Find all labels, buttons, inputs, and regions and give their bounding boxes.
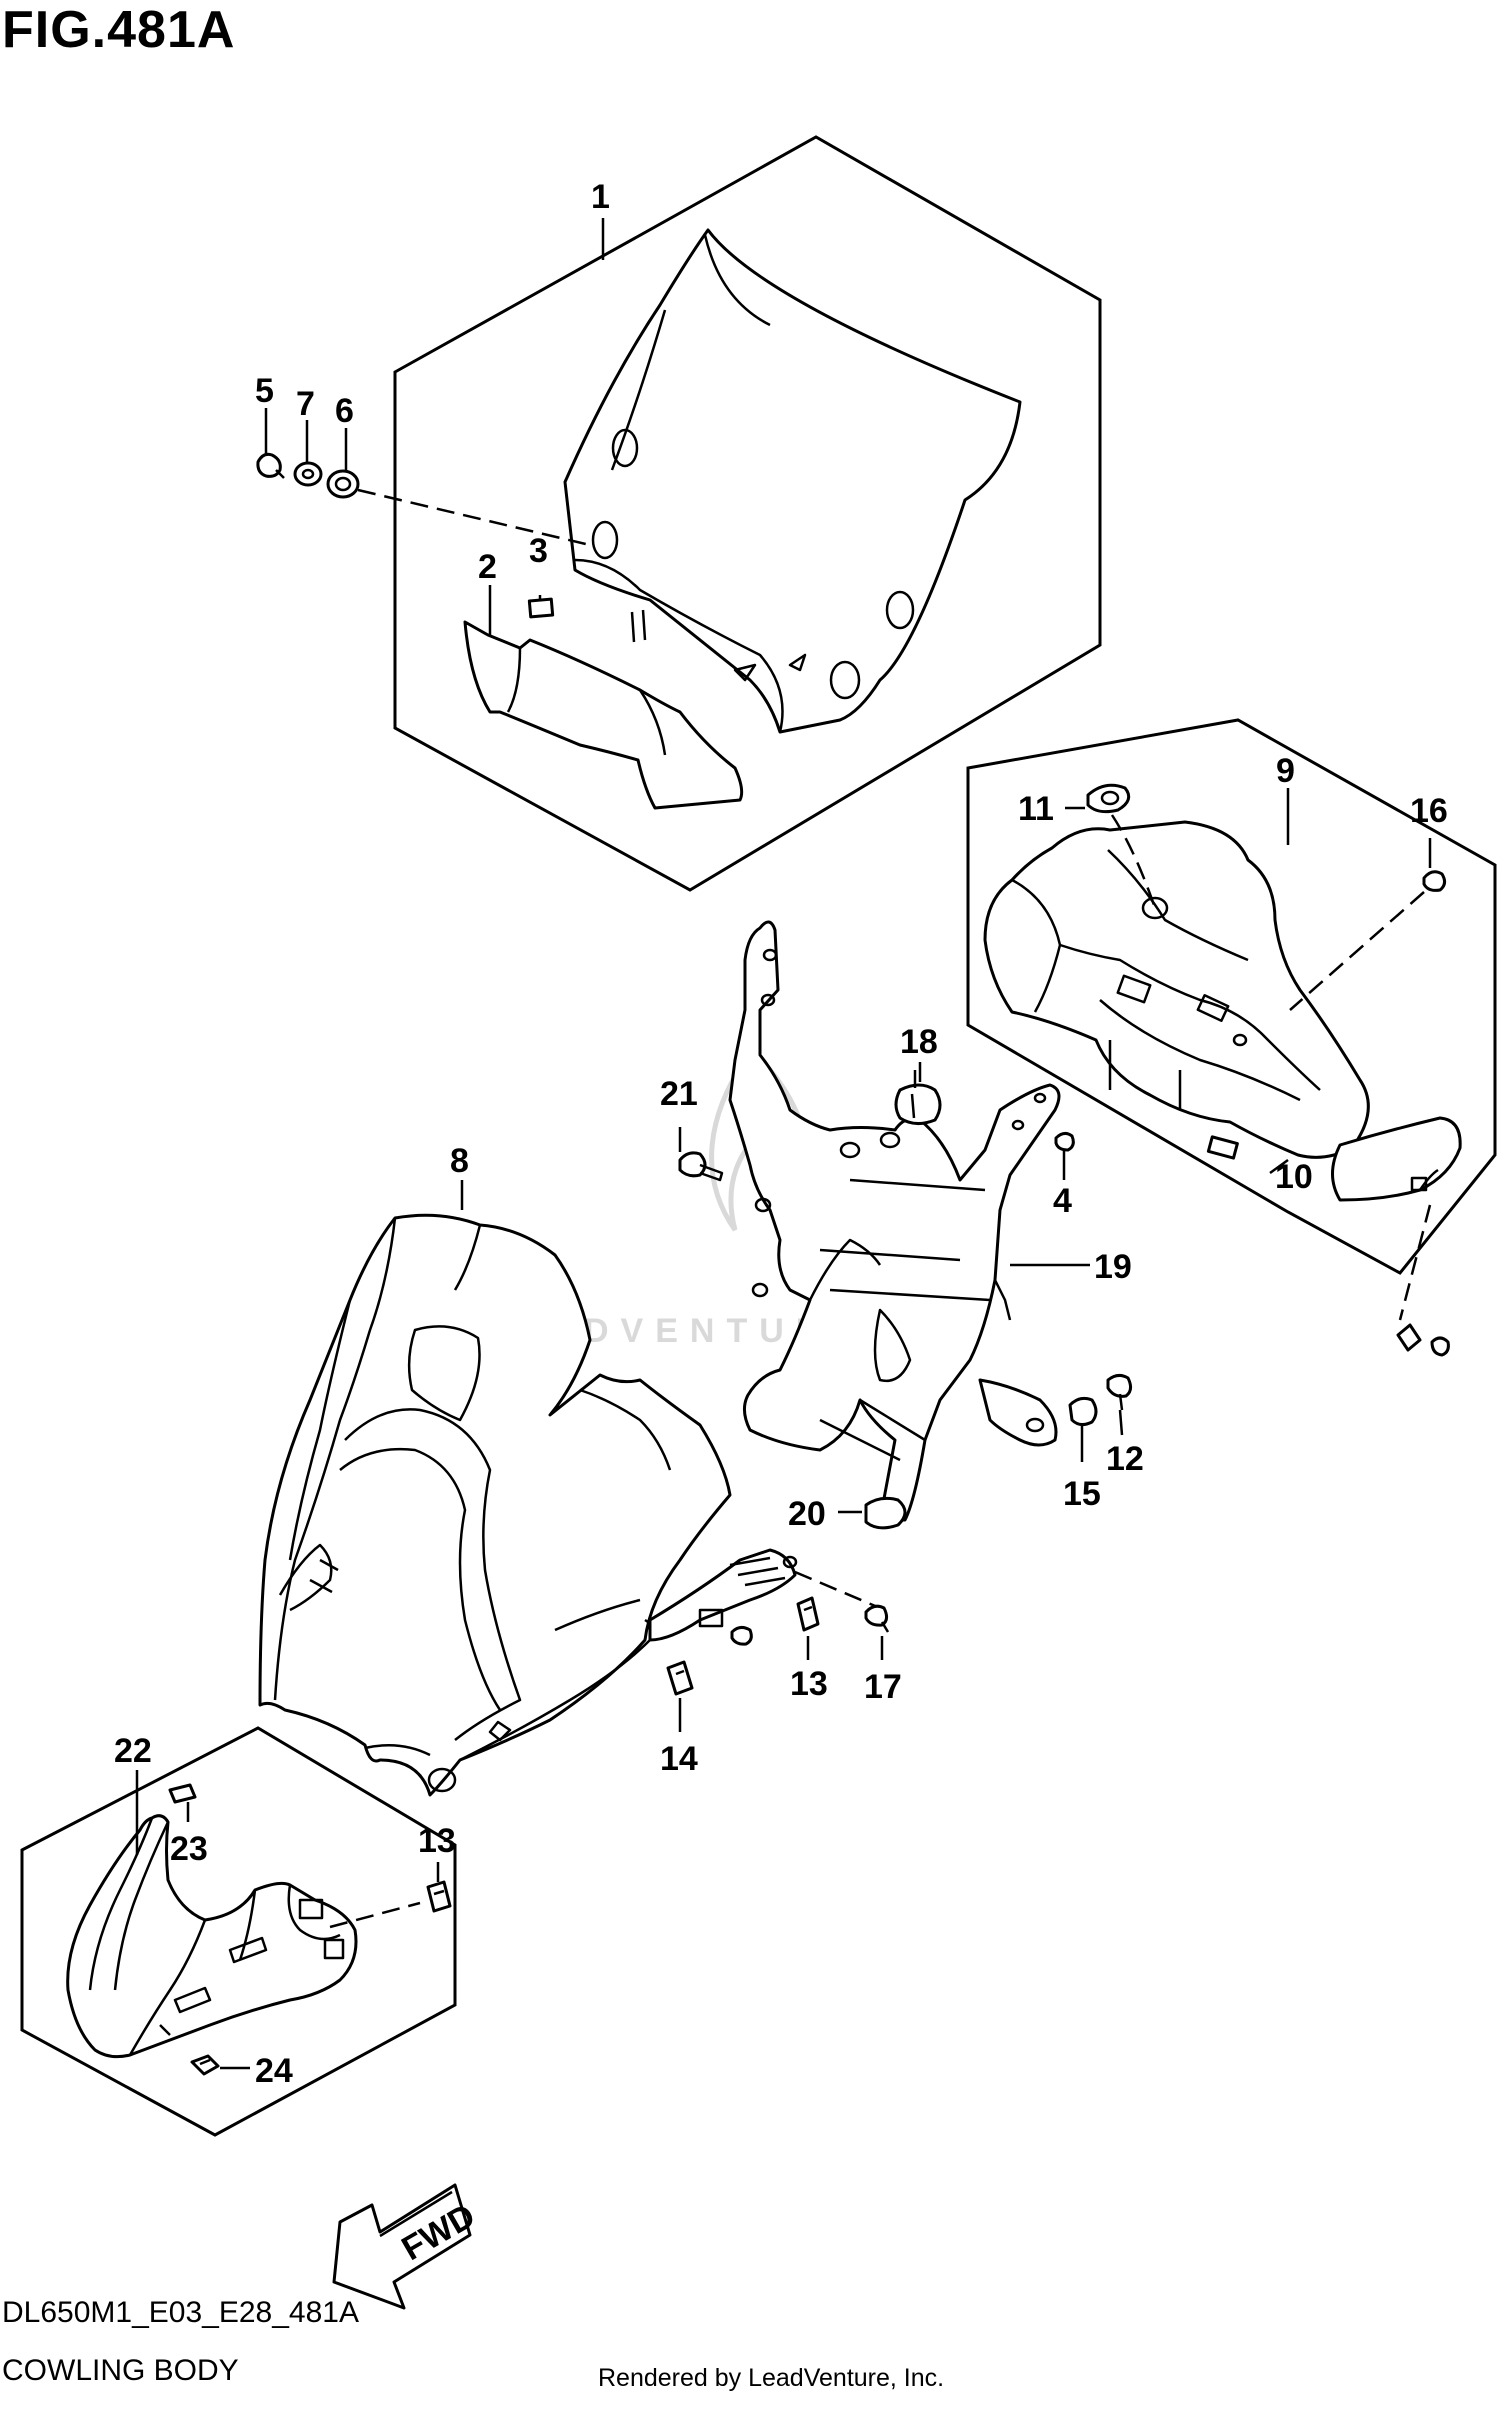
callout-17: 17 [864,1668,902,1706]
callout-19: 19 [1094,1248,1132,1286]
screen-mount-hole-lower-right [829,660,861,700]
group-box-9 [966,718,1497,1275]
callout-20: 20 [788,1495,826,1533]
cowling-screw-upper[interactable] [730,1625,753,1646]
callout-2: 2 [478,548,497,586]
lower-cover-group [20,1726,457,2137]
windscreen[interactable] [563,228,1022,734]
inner-panel-clip-screw[interactable] [1430,1336,1450,1357]
callout-18: 18 [900,1023,938,1061]
bracket-screw[interactable] [1106,1373,1133,1398]
inner-panel-clip[interactable] [1396,1323,1422,1352]
headlight-opening [407,1325,481,1422]
callout-21: 21 [660,1075,698,1113]
callout-10: 10 [1275,1158,1313,1196]
group-box-22 [20,1726,457,2137]
render-credit: Rendered by LeadVenture, Inc. [598,2364,945,2392]
callout-23: 23 [170,1830,208,1868]
cowling-screw[interactable] [864,1604,889,1627]
callout-13: 13 [790,1665,828,1703]
bracket-collar[interactable] [1068,1396,1098,1427]
callout-8: 8 [450,1142,469,1180]
inner-panel-group [966,718,1497,1357]
lower-cover-clip[interactable] [190,2054,220,2076]
inner-panel-screw[interactable] [1422,870,1447,892]
callout-3: 3 [529,532,548,570]
screen-bolt[interactable] [256,452,282,478]
bracket-mount-tab[interactable] [978,1378,1058,1447]
callout-6: 6 [335,392,354,430]
lower-cover-label[interactable] [168,1783,197,1804]
callout-13-lower: 13 [418,1822,456,1860]
screen-mount-hole-upper [611,428,639,468]
section-name: COWLING BODY [2,2354,239,2387]
callout-15: 15 [1063,1475,1101,1513]
callout-5: 5 [255,372,274,410]
callout-leaders [135,218,1432,1855]
callout-24: 24 [255,2052,293,2090]
model-code: DL650M1_E03_E28_481A [2,2296,359,2329]
bracket-cushion-top[interactable] [894,1083,942,1125]
leader-screen-bolt [357,488,591,547]
forward-direction-arrow: FWD [332,2183,482,2310]
screen-bolt-set [256,408,360,499]
bracket-cushion-bottom[interactable] [864,1496,907,1530]
callout-11: 11 [1018,790,1054,828]
group-box-1 [393,135,1102,892]
callout-labels: 1 2 3 4 5 6 7 8 9 10 11 12 13 13 14 15 1… [114,178,1448,2090]
front-cowling-group [258,1213,890,1797]
cowling-clip-nut[interactable] [666,1660,694,1696]
screen-mount-hole-lower-left [591,520,619,560]
callout-22: 22 [114,1732,152,1770]
screen-grommet[interactable] [326,469,360,499]
callout-1: 1 [591,178,610,216]
fwd-arrow-shape [332,2183,472,2310]
callout-7: 7 [296,385,315,423]
screen-washer[interactable] [293,461,323,487]
screen-trim-panel[interactable] [463,620,744,810]
lower-cover[interactable] [66,1814,358,2059]
bracket-nut[interactable] [1054,1131,1075,1152]
cowling-clip-nut-upper[interactable] [796,1596,820,1632]
inner-panel-label[interactable] [1206,1135,1239,1160]
figure-title: FIG.481A [2,1,236,59]
cowling-bracket-group [678,920,1133,1530]
front-cowling[interactable] [258,1213,732,1797]
windscreen-group [357,135,1102,892]
callout-4: 4 [1053,1182,1072,1220]
emblem-label[interactable] [527,597,555,619]
lower-clip-nut[interactable] [426,1880,452,1913]
inner-panel-grommet[interactable] [1086,783,1131,814]
screen-mount-hole-right [885,590,915,630]
callout-9: 9 [1276,752,1295,790]
callout-12: 12 [1106,1440,1144,1478]
cowling-bracket[interactable] [728,920,1061,1522]
callout-16: 16 [1410,792,1448,830]
callout-14: 14 [660,1740,698,1778]
